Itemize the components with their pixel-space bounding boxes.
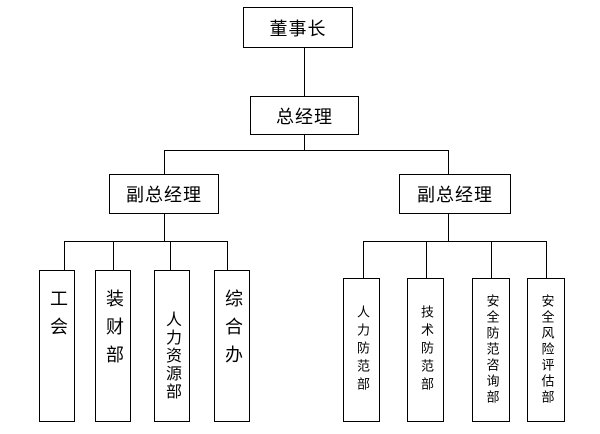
dept-finance-box: 装财部 [95, 270, 131, 422]
dept-tech-defense-label: 技术防范部 [418, 305, 433, 395]
dept-risk-assessment-label: 安全风险评估部 [538, 294, 554, 406]
vice-gm-left-label: 副总经理 [126, 185, 202, 206]
general-manager-box: 总经理 [250, 96, 359, 135]
dept-manpower-defense-box: 人力防范部 [343, 278, 380, 422]
dept-security-consulting-box: 安全防范咨询部 [472, 278, 510, 422]
vice-gm-right-box: 副总经理 [399, 174, 511, 214]
vice-gm-left-box: 副总经理 [109, 174, 219, 214]
dept-manpower-defense-label: 人力防范部 [354, 305, 369, 395]
dept-union-box: 工会 [39, 270, 75, 422]
dept-finance-label: 装财部 [103, 289, 124, 373]
dept-hr-label: 人力资源部 [163, 311, 182, 401]
chairman-label: 董事长 [269, 18, 327, 40]
dept-hr-box: 人力资源部 [154, 270, 190, 422]
general-manager-label: 总经理 [276, 106, 333, 128]
dept-security-consulting-label: 安全防范咨询部 [483, 294, 499, 406]
dept-union-label: 工会 [47, 289, 68, 345]
dept-risk-assessment-box: 安全风险评估部 [527, 278, 565, 422]
vice-gm-right-label: 副总经理 [417, 185, 493, 206]
dept-tech-defense-box: 技术防范部 [407, 278, 444, 422]
dept-admin-label: 综合办 [222, 289, 243, 373]
chairman-box: 董事长 [243, 7, 353, 48]
dept-admin-box: 综合办 [214, 270, 250, 422]
